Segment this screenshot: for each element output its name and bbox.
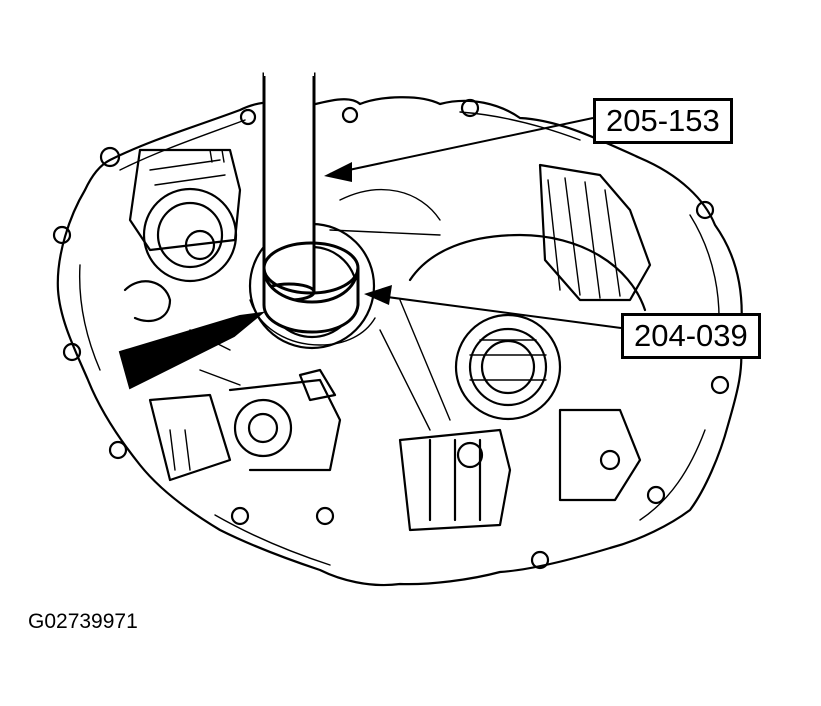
- callout-tool-204-039: 204-039: [621, 313, 761, 359]
- transaxle-case-outline: [56, 96, 743, 587]
- direction-arrow-icon: [118, 311, 266, 390]
- leader-lines: [324, 117, 622, 329]
- seal-installer-204-039: [262, 241, 360, 334]
- callout-tool-205-153: 205-153: [593, 98, 733, 144]
- bolt-bosses: [52, 98, 730, 570]
- figure-id: G02739971: [28, 610, 138, 633]
- left-shaft-housing: [123, 148, 242, 323]
- right-shaft-housing: [408, 163, 652, 421]
- installer-tool-205-153: [262, 72, 316, 302]
- lower-castings: [148, 188, 642, 532]
